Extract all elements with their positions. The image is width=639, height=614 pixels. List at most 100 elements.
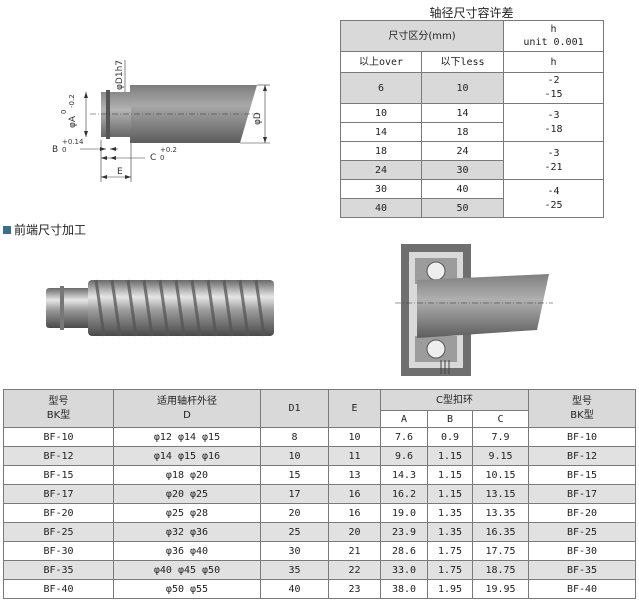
a-cell: 16.2	[380, 484, 428, 504]
b-header: B	[427, 410, 473, 428]
model-header: 型号 BK型	[3, 389, 114, 428]
shaft-cell: φ32 φ36	[113, 522, 261, 542]
table-row: 40 50	[340, 198, 604, 218]
e-cell: 23	[328, 579, 381, 599]
bk-model-cell: BF-15	[528, 465, 637, 485]
shaft-stub	[101, 92, 131, 137]
bf-subheader-row: A B C	[4, 410, 636, 428]
b-cell: 1.95	[427, 579, 473, 599]
shaft-cell: φ14 φ15 φ16	[113, 446, 261, 466]
tol-lower: -21	[544, 161, 563, 173]
e-cell: 10	[328, 427, 381, 447]
phi-d1-label: φD1h7	[115, 60, 125, 90]
shaft-cell: φ50 φ55	[113, 579, 261, 599]
bk-model-cell: BF-10	[528, 427, 637, 447]
c-cell: 9.15	[471, 446, 530, 466]
less-cell: 50	[420, 198, 505, 218]
a-cell: 23.9	[380, 522, 428, 542]
tol-upper: -2	[547, 75, 560, 86]
over-cell: 10	[340, 103, 422, 123]
less-cell: 30	[420, 160, 505, 180]
d1-cell: 30	[260, 541, 329, 561]
tolerance-cell: -2 -15	[503, 72, 605, 104]
d1-cell: 8	[260, 427, 329, 447]
a-tol-upper: 0	[60, 110, 68, 114]
over-cell: 18	[340, 141, 422, 161]
c-cell: 13.35	[471, 503, 530, 523]
c-cell: 10.15	[471, 465, 530, 485]
d1-cell: 40	[260, 579, 329, 599]
e-cell: 22	[328, 560, 381, 580]
tol-upper: -4	[547, 185, 560, 197]
a-tol-lower: -0.2	[68, 94, 76, 108]
a-cell: 14.3	[380, 465, 428, 485]
ring-groove	[106, 90, 110, 139]
d1-cell: 15	[260, 465, 329, 485]
bk-model-cell: BF-35	[528, 560, 637, 580]
model-cell: BF-12	[3, 446, 114, 466]
assembly-shaft	[417, 274, 549, 338]
over-cell: 14	[340, 122, 422, 142]
phi-a-label: φA	[68, 115, 78, 128]
d1-cell: 20	[260, 503, 329, 523]
bf-header-row: 型号 BK型 适用轴杆外径 D D1 E C型扣环 型号 BK型	[3, 389, 637, 428]
ball-top-icon	[426, 261, 446, 281]
ring-header: C型扣环	[379, 389, 530, 411]
e-cell: 16	[328, 503, 381, 523]
bearing-assembly-illustration	[395, 244, 553, 376]
shaft-cell: φ12 φ14 φ15	[113, 427, 261, 447]
shaft-cell: φ20 φ25	[113, 484, 261, 504]
over-cell: 24	[340, 160, 422, 180]
bk-model-cell: BF-17	[528, 484, 637, 504]
table-row: 24 30	[340, 160, 604, 180]
h-header: h	[550, 24, 557, 35]
d1-header: D1	[260, 389, 329, 428]
less-header: 以下less	[420, 51, 505, 73]
tolerance-cell: -3 -18	[503, 103, 605, 142]
model2-sub-text: BK型	[570, 409, 594, 421]
bk-model-cell: BF-20	[528, 503, 637, 523]
e-cell: 11	[328, 446, 381, 466]
tolerance-subheader-row: 以上over 以下less h	[340, 51, 605, 73]
model-sub-text: BK型	[46, 409, 71, 421]
d1-cell: 17	[260, 484, 329, 504]
c-cell: 19.95	[471, 579, 530, 599]
model-cell: BF-15	[3, 465, 114, 485]
e-label: E	[117, 167, 123, 177]
bk-model-cell: BF-12	[528, 446, 637, 466]
model-header-text: 型号	[48, 395, 69, 407]
unit-header: unit 0.001	[523, 37, 584, 48]
e-cell: 16	[328, 484, 381, 504]
b-tol-upper: +0.14	[62, 138, 84, 146]
table-row: 30 40 -4 -25	[340, 179, 605, 218]
table-row: 10 14 -3 -18	[340, 103, 605, 142]
shaft-plain-end	[46, 288, 92, 328]
phi-d-label: φD	[253, 112, 263, 125]
shaft-header: 适用轴杆外径 D	[113, 389, 261, 428]
model-cell: BF-30	[3, 541, 114, 561]
tolerance-cell: -3 -21	[503, 141, 605, 180]
a-cell: 38.0	[380, 579, 428, 599]
shaft-cell: φ18 φ20	[113, 465, 261, 485]
section-bullet-icon	[3, 225, 11, 234]
e-cell: 13	[328, 465, 381, 485]
a-cell: 33.0	[380, 560, 428, 580]
table-row: 6 10 -2 -15	[340, 72, 605, 104]
range-header: 尺寸区分(mm)	[339, 20, 505, 52]
tol-upper: -3	[547, 147, 560, 159]
threaded-shaft-illustration	[46, 279, 274, 337]
bk-model-cell: BF-40	[528, 579, 637, 599]
less-cell: 14	[420, 103, 505, 123]
b-cell: 1.35	[427, 503, 473, 523]
less-cell: 10	[420, 72, 505, 104]
b-cell: 1.75	[427, 560, 473, 580]
less-cell: 18	[420, 122, 505, 142]
over-header: 以上over	[340, 51, 422, 73]
a-cell: 9.6	[380, 446, 428, 466]
e-cell: 21	[328, 541, 381, 561]
tolerance-cell: -4 -25	[503, 179, 605, 218]
d1-cell: 10	[260, 446, 329, 466]
